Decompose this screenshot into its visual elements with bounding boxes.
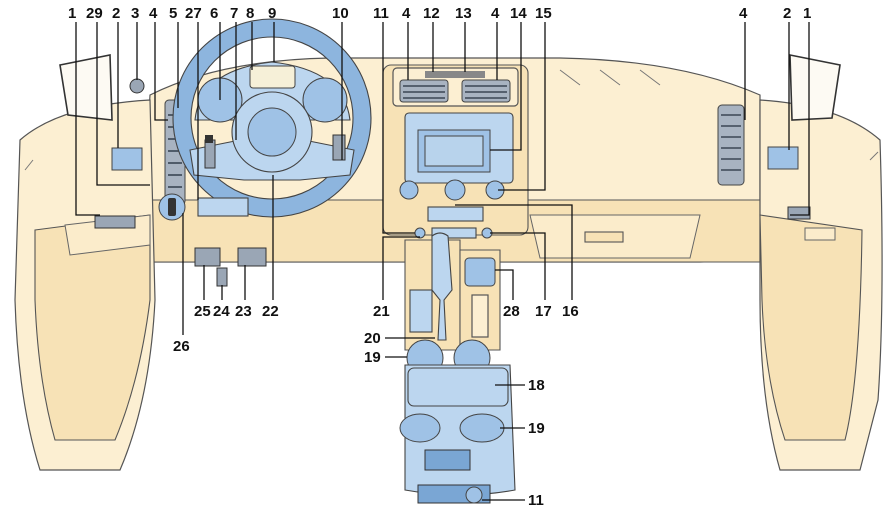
console-slot — [471, 294, 489, 338]
callout-9: 9 — [268, 5, 276, 22]
callout-4-c: 4 — [491, 5, 500, 22]
armrest-lid[interactable] — [407, 367, 509, 407]
callout-26: 26 — [173, 338, 190, 355]
callout-7: 7 — [230, 5, 238, 22]
right-door-handle[interactable] — [767, 146, 799, 170]
callout-13: 13 — [455, 5, 472, 22]
right-door-panel — [759, 214, 863, 441]
callout-11-bottom: 11 — [528, 492, 544, 509]
rear-cupholder-left[interactable] — [399, 413, 441, 443]
glovebox-handle[interactable] — [584, 231, 624, 243]
callout-14: 14 — [510, 5, 527, 22]
accelerator-pedal[interactable] — [216, 267, 228, 287]
callout-19-right: 19 — [528, 420, 545, 437]
right-window-switch[interactable] — [787, 206, 811, 220]
callout-28: 28 — [503, 303, 520, 320]
callout-1-left: 1 — [68, 5, 76, 22]
cruise-control-switch[interactable] — [205, 135, 213, 143]
callout-11-top: 11 — [373, 5, 389, 22]
gear-shifter-icon[interactable] — [431, 232, 453, 341]
volume-knob[interactable] — [399, 180, 419, 200]
speedometer — [302, 77, 348, 123]
air-vent-icon[interactable] — [399, 79, 449, 103]
rear-power-point[interactable] — [465, 486, 483, 504]
callout-21: 21 — [373, 303, 390, 320]
left-mirror[interactable] — [59, 54, 113, 121]
callout-8: 8 — [246, 5, 254, 22]
callout-29: 29 — [86, 5, 103, 22]
callout-4-right: 4 — [739, 5, 748, 22]
parking-brake-pedal[interactable] — [194, 247, 221, 267]
rear-cupholder-right[interactable] — [459, 413, 505, 443]
steering-wheel-rim — [173, 19, 371, 217]
callout-1-right: 1 — [803, 5, 811, 22]
hazard-controls[interactable] — [427, 206, 484, 222]
callout-23: 23 — [235, 303, 252, 320]
callout-4-b: 4 — [402, 5, 411, 22]
left-door-panel — [34, 214, 151, 441]
callout-22: 22 — [262, 303, 279, 320]
callout-3: 3 — [131, 5, 139, 22]
steering-column-cover — [197, 197, 249, 217]
callout-5: 5 — [169, 5, 177, 22]
callout-24: 24 — [213, 303, 230, 320]
callout-19-left: 19 — [364, 349, 381, 366]
callout-15: 15 — [535, 5, 552, 22]
callout-labels: 1 29 2 3 4 5 27 6 7 8 9 10 11 4 12 13 4 … — [68, 5, 811, 509]
center-right-vent[interactable] — [461, 79, 511, 103]
callout-25: 25 — [194, 303, 211, 320]
brake-pedal[interactable] — [237, 247, 267, 267]
switch-bank[interactable] — [431, 227, 477, 239]
clock-display — [425, 71, 485, 78]
auxiliary-outlet[interactable] — [464, 257, 496, 287]
callout-27: 27 — [185, 5, 202, 22]
callout-16: 16 — [562, 303, 579, 320]
temperature-knob[interactable] — [444, 179, 466, 201]
console-storage-latch[interactable] — [424, 449, 471, 471]
callout-18: 18 — [528, 377, 545, 394]
callout-6: 6 — [210, 5, 218, 22]
callout-12: 12 — [423, 5, 440, 22]
right-door-pull — [804, 227, 836, 241]
callout-20: 20 — [364, 330, 381, 347]
callout-4-a: 4 — [149, 5, 158, 22]
callout-10: 10 — [332, 5, 349, 22]
callout-2-left: 2 — [112, 5, 120, 22]
turn-signal-lever[interactable] — [204, 139, 216, 169]
left-window-switch[interactable] — [94, 215, 136, 229]
callout-17: 17 — [535, 303, 552, 320]
warning-lights-panel — [249, 65, 296, 89]
callout-2-right: 2 — [783, 5, 791, 22]
wiper-lever[interactable] — [332, 134, 346, 161]
right-side-vent[interactable] — [717, 104, 745, 186]
mirror-control-knob[interactable] — [129, 78, 145, 94]
leader-lines — [75, 22, 810, 501]
gear-indicator — [409, 289, 433, 333]
right-mirror[interactable] — [789, 54, 841, 121]
left-door-handle[interactable] — [111, 147, 143, 171]
